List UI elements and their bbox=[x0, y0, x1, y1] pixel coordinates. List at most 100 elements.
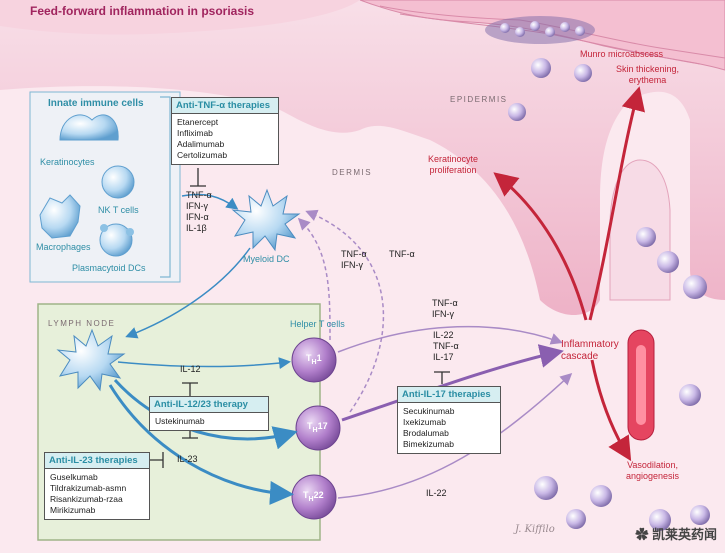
arrow-to-vasodilation bbox=[590, 359, 632, 462]
drug-item: Risankizumab-rzaa bbox=[50, 494, 123, 504]
drug-item: Certolizumab bbox=[177, 150, 228, 160]
skin-thickening-line2: erythema bbox=[628, 75, 667, 85]
cytokine: IFN-γ bbox=[341, 260, 363, 270]
skin-thickening-line1: Skin thickening, bbox=[616, 64, 680, 74]
watermark-text: 凯莱英药闻 bbox=[651, 527, 717, 542]
th1-out-cytokines: TNF-α IFN-γ bbox=[432, 298, 458, 320]
th1-to-dc-cytokines: TNF-α IFN-γ bbox=[341, 249, 367, 271]
nk-t-cell-sprite bbox=[101, 165, 135, 199]
drug-item: Ixekizumab bbox=[403, 417, 446, 427]
drug-item: Secukinumab bbox=[403, 406, 455, 416]
epidermis-band bbox=[0, 0, 725, 315]
arrow-th17-to-cascade bbox=[341, 344, 564, 422]
anti-il23-drugs: Guselkumab Tildrakizumab-asmn Risankizum… bbox=[45, 469, 149, 519]
drug-item: Mirikizumab bbox=[50, 505, 96, 515]
innate-cytokines: TNF-α IFN-γ IFN-α IL-1β bbox=[186, 190, 212, 234]
anti-il1223-box: Anti-IL-12/23 therapy Ustekinumab bbox=[149, 396, 269, 431]
th1-label: TH1 bbox=[306, 353, 322, 366]
macrophage-sprite bbox=[39, 194, 81, 239]
munro-label: Munro microabscess bbox=[580, 49, 664, 59]
anti-tnf-drugs: Etanercept Infliximab Adalimumab Certoli… bbox=[172, 114, 278, 164]
anti-il17-title: Anti-IL-17 therapies bbox=[398, 387, 500, 403]
th1-cell bbox=[291, 337, 337, 383]
leukocyte-sprites bbox=[508, 58, 710, 531]
il23-label: IL-23 bbox=[177, 454, 198, 464]
cytokine: TNF-α bbox=[389, 249, 415, 259]
drug-item: Guselkumab bbox=[50, 472, 98, 482]
drug-item: Ustekinumab bbox=[155, 416, 205, 426]
cytokine: TNF-α bbox=[432, 298, 458, 308]
anti-il23-box: Anti-IL-23 therapies Guselkumab Tildraki… bbox=[44, 452, 150, 520]
anti-il17-box: Anti-IL-17 therapies Secukinumab Ixekizu… bbox=[397, 386, 501, 454]
ic-line1: Inflammatory bbox=[561, 339, 619, 350]
dashed-th1-to-dc bbox=[297, 217, 331, 341]
th22-out-cytokines: IL-22 bbox=[426, 488, 447, 498]
th22-label: TH22 bbox=[303, 490, 324, 503]
skin-thickening-label: Skin thickening, erythema bbox=[616, 64, 679, 86]
vaso-line1: Vasodilation, bbox=[627, 460, 678, 470]
anti-tnf-title: Anti-TNF-α therapies bbox=[172, 98, 278, 114]
th17-out-cytokines: IL-22 TNF-α IL-17 bbox=[433, 330, 459, 363]
plasmacytoid-dcs-label: Plasmacytoid DCs bbox=[72, 263, 146, 273]
drug-item: Etanercept bbox=[177, 117, 219, 127]
inhibition-marks bbox=[150, 168, 450, 468]
arrow-to-skin-thickening bbox=[588, 86, 645, 321]
arrow-th22-to-cascade bbox=[337, 372, 573, 499]
watermark: ✿ 凯莱英药闻 bbox=[635, 524, 717, 543]
cytokine: IFN-γ bbox=[432, 309, 454, 319]
cytokine: IL-22 bbox=[433, 330, 454, 340]
anti-il1223-title: Anti-IL-12/23 therapy bbox=[150, 397, 268, 413]
arrow-to-keratinocyte-proliferation bbox=[493, 172, 588, 321]
keratinocyte-proliferation-label: Keratinocyte proliferation bbox=[428, 154, 478, 176]
cytokine: IFN-γ bbox=[186, 201, 208, 211]
anti-il23-title: Anti-IL-23 therapies bbox=[45, 453, 149, 469]
arrow-il23-th22 bbox=[108, 384, 294, 505]
ic-line2: cascade bbox=[561, 351, 599, 362]
epidermis-label: EPIDERMIS bbox=[450, 95, 508, 104]
anti-il1223-drugs: Ustekinumab bbox=[150, 413, 268, 430]
keratinocytes-label: Keratinocytes bbox=[40, 157, 95, 167]
cytokine: TNF-α bbox=[186, 190, 212, 200]
macrophages-label: Macrophages bbox=[36, 242, 91, 252]
cytokine: IL-1β bbox=[186, 223, 207, 233]
dermis-label: DERMIS bbox=[332, 168, 373, 177]
plasmacytoid-dc-sprite bbox=[99, 223, 134, 257]
arrow-dc-to-lymph bbox=[125, 247, 251, 339]
drug-item: Infliximab bbox=[177, 128, 213, 138]
diagram-title: Feed-forward inflammation in psoriasis bbox=[30, 4, 255, 18]
arrow-il23-th17 bbox=[113, 378, 298, 450]
dashed-th17-to-dc bbox=[305, 209, 385, 413]
drug-item: Adalimumab bbox=[177, 139, 225, 149]
kp-line1: Keratinocyte bbox=[428, 154, 479, 164]
drug-item: Brodalumab bbox=[403, 428, 449, 438]
myeloid-dc-sprite bbox=[231, 188, 301, 252]
anti-tnf-box: Anti-TNF-α therapies Etanercept Inflixim… bbox=[171, 97, 279, 165]
drug-item: Bimekizumab bbox=[403, 439, 455, 449]
innate-cells-heading: Innate immune cells bbox=[48, 98, 144, 109]
cytokine: TNF-α bbox=[341, 249, 367, 259]
artist-signature: J. Kiffilo bbox=[515, 524, 555, 535]
keratinocyte-sprite bbox=[59, 114, 119, 141]
il12-label: IL-12 bbox=[180, 364, 201, 374]
th17-label: TH17 bbox=[307, 421, 328, 434]
inflammatory-cascade-label: Inflammatory cascade bbox=[561, 339, 619, 363]
kp-line2: proliferation bbox=[429, 165, 477, 175]
myeloid-dc-label: Myeloid DC bbox=[243, 254, 290, 264]
vasodilation-label: Vasodilation, angiogenesis bbox=[626, 460, 679, 482]
lymph-node-dc-sprite bbox=[56, 328, 126, 392]
arrow-innate-to-dc bbox=[181, 193, 239, 210]
vaso-line2: angiogenesis bbox=[626, 471, 680, 481]
wechat-icon: ✿ bbox=[635, 527, 652, 542]
nk-t-cells-label: NK T cells bbox=[98, 205, 139, 215]
arrow-th1-to-cascade bbox=[337, 325, 563, 353]
anti-il17-drugs: Secukinumab Ixekizumab Brodalumab Bimeki… bbox=[398, 403, 500, 453]
lymph-node-label: LYMPH NODE bbox=[48, 319, 116, 328]
helper-t-cells-label: Helper T cells bbox=[290, 319, 345, 329]
cytokine: TNF-α bbox=[433, 341, 459, 351]
munro-microabscess-sprite bbox=[485, 16, 595, 44]
cytokine: IFN-α bbox=[186, 212, 209, 222]
th17-to-dc-cytokines: TNF-α bbox=[389, 249, 415, 260]
cytokine: IL-17 bbox=[433, 352, 454, 362]
drug-item: Tildrakizumab-asmn bbox=[50, 483, 127, 493]
